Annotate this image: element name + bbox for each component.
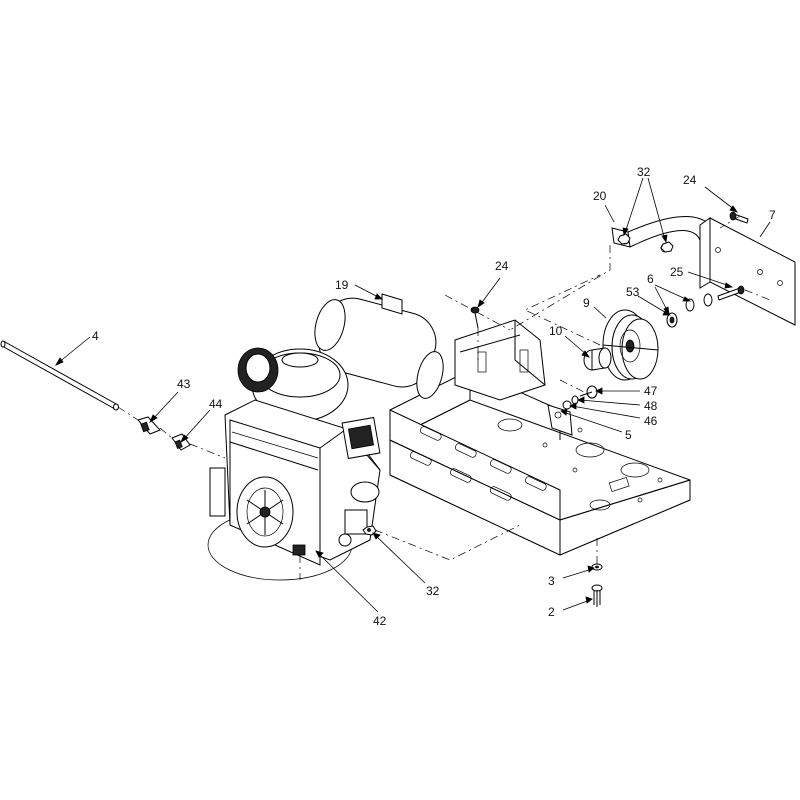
- washer-3: [591, 563, 603, 571]
- callout-46: 46: [644, 414, 658, 428]
- frame-plate: [389, 369, 691, 556]
- callout-48: 48: [644, 399, 658, 413]
- drain-hose: [0, 340, 119, 411]
- callout-4: 4: [92, 329, 99, 343]
- callout-42: 42: [373, 614, 387, 628]
- fitting-43: [137, 416, 161, 435]
- decal-19: [381, 293, 403, 315]
- callout-32-bottom: 32: [426, 584, 440, 598]
- nut-46: [562, 400, 572, 410]
- callout-6: 6: [647, 272, 654, 286]
- callout-47: 47: [644, 384, 658, 398]
- bolt-24-mid: [470, 306, 480, 329]
- callout-labels: 4 43 44 19 24 32 24 20 7 6 25 53 9 10 47…: [92, 165, 776, 628]
- bolt-24-top: [729, 211, 749, 224]
- callout-25: 25: [670, 265, 684, 279]
- callout-20: 20: [593, 189, 607, 203]
- callout-19: 19: [335, 278, 349, 292]
- engine: [207, 297, 444, 581]
- callout-24-top: 24: [683, 173, 697, 187]
- bolt-47: [579, 385, 598, 399]
- callout-2: 2: [548, 605, 555, 619]
- pulley-bracket: [454, 319, 546, 401]
- callout-5: 5: [625, 428, 632, 442]
- leader-lines: [55, 177, 771, 613]
- callout-44: 44: [209, 397, 223, 411]
- callout-3: 3: [548, 574, 555, 588]
- callout-53: 53: [626, 285, 640, 299]
- bolt-2: [591, 584, 603, 607]
- callout-10: 10: [549, 324, 563, 338]
- pulley: [602, 309, 659, 381]
- nut-32-upper-1: [617, 233, 631, 245]
- callout-32-top: 32: [637, 165, 651, 179]
- belt-guard-plate: [699, 217, 796, 326]
- washer-48: [571, 395, 579, 405]
- callout-9: 9: [583, 296, 590, 310]
- bushing-10: [583, 347, 612, 371]
- spacer-53: [666, 312, 678, 328]
- callout-24-mid: 24: [495, 259, 509, 273]
- callout-43: 43: [177, 377, 191, 391]
- nut-32-upper-2: [660, 241, 674, 253]
- callout-7: 7: [769, 208, 776, 222]
- washers-6: [685, 293, 713, 312]
- assembly-lines: [117, 215, 771, 580]
- bolt-25: [717, 285, 745, 301]
